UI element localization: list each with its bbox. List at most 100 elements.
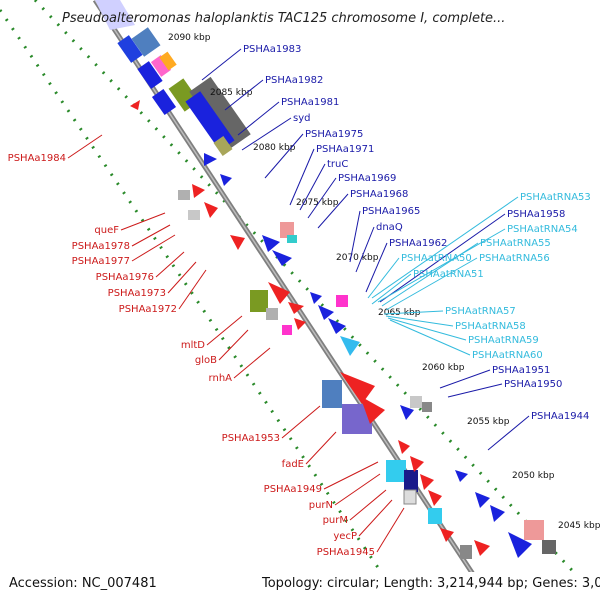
trna-gene-label[interactable]: PSHAatRNA58 [455, 321, 526, 332]
reverse-gene-leader-line [206, 315, 243, 346]
reverse-gene-leader-line [281, 405, 321, 439]
gene-arrow [428, 490, 442, 506]
reverse-gene-leader-line [376, 507, 405, 553]
forward-gene-label[interactable]: dnaQ [376, 222, 403, 233]
gene-arrow [230, 235, 245, 250]
forward-gene-label[interactable]: PSHAa1971 [316, 144, 374, 155]
gene-features [95, 0, 586, 600]
forward-gene-label[interactable]: PSHAa1944 [531, 411, 589, 422]
trna-gene-leader-line [367, 257, 400, 299]
reverse-gene-label[interactable]: rnhA [209, 373, 233, 384]
gene-block [159, 51, 177, 71]
gene-arrow [310, 292, 322, 304]
trna-gene-leader-line [371, 196, 519, 299]
forward-gene-label[interactable]: truC [327, 159, 348, 170]
gene-arrow [508, 532, 532, 558]
gene-block [188, 210, 200, 220]
forward-gene-label[interactable]: PSHAa1950 [504, 379, 562, 390]
gene-block [150, 55, 172, 77]
trna-gene-leader-line [371, 273, 412, 305]
forward-gene-label[interactable]: PSHAa1958 [507, 209, 565, 220]
gene-arrow [400, 405, 414, 420]
gene-arrow [475, 492, 490, 508]
reverse-gene-label[interactable]: mltD [181, 340, 205, 351]
reverse-gene-label[interactable]: PSHAa1972 [119, 304, 177, 315]
forward-gene-label[interactable]: PSHAa1965 [362, 206, 420, 217]
reverse-gene-leader-line [120, 212, 166, 231]
reverse-gene-label[interactable]: gloB [195, 355, 217, 366]
trna-gene-label[interactable]: PSHAatRNA56 [479, 253, 550, 264]
gene-arrow [130, 100, 140, 110]
gene-arrow [288, 302, 304, 314]
gene-block [428, 508, 442, 524]
gene-block [410, 396, 422, 408]
reverse-gene-label[interactable]: PSHAa1976 [96, 272, 154, 283]
reverse-gene-label[interactable]: fadE [282, 459, 304, 470]
reverse-gene-leader-line [131, 234, 176, 262]
tick-label: 2045 kbp [558, 521, 600, 531]
reverse-gene-label[interactable]: purN [309, 500, 333, 511]
forward-gene-leader-line [365, 242, 388, 293]
gene-block [266, 308, 278, 320]
forward-gene-leader-line [487, 415, 530, 451]
forward-gene-leader-line [289, 148, 315, 206]
reverse-gene-leader-line [67, 134, 103, 159]
reverse-gene-label[interactable]: purM [323, 515, 348, 526]
forward-gene-leader-line [349, 210, 361, 263]
forward-gene-label[interactable]: PSHAa1981 [281, 97, 339, 108]
reverse-gene-label[interactable]: PSHAa1984 [8, 153, 66, 164]
forward-gene-label[interactable]: PSHAa1983 [243, 44, 301, 55]
trna-gene-leader-line [387, 317, 467, 341]
trna-gene-leader-line [385, 257, 478, 311]
trna-gene-label[interactable]: PSHAatRNA57 [445, 306, 516, 317]
reverse-gene-label[interactable]: PSHAa1978 [72, 241, 130, 252]
reverse-gene-label[interactable]: PSHAa1949 [264, 484, 322, 495]
trna-gene-label[interactable]: PSHAatRNA51 [413, 269, 484, 280]
reverse-gene-label[interactable]: PSHAa1945 [317, 547, 375, 558]
gene-arrow [340, 372, 375, 404]
gene-block [386, 460, 406, 482]
gene-block [542, 540, 556, 554]
gene-block [524, 520, 544, 540]
reverse-gene-label[interactable]: queF [94, 225, 119, 236]
tick-label: 2060 kbp [422, 363, 465, 373]
trna-gene-label[interactable]: PSHAatRNA50 [401, 253, 472, 264]
gene-block [336, 295, 348, 307]
tick-label: 2080 kbp [253, 143, 296, 153]
trna-gene-label[interactable]: PSHAatRNA54 [507, 224, 578, 235]
gene-arrow [410, 456, 424, 472]
forward-gene-label[interactable]: PSHAa1969 [338, 173, 396, 184]
gene-block [189, 76, 251, 150]
gene-arrow [318, 305, 334, 320]
gene-arrow [220, 174, 232, 186]
forward-gene-label[interactable]: syd [293, 113, 310, 124]
gene-block [178, 190, 190, 200]
forward-gene-label[interactable]: PSHAa1968 [350, 189, 408, 200]
trna-gene-label[interactable]: PSHAatRNA59 [468, 335, 539, 346]
gene-arrow [455, 470, 468, 482]
forward-gene-label[interactable]: PSHAa1962 [389, 238, 447, 249]
topology-text: Topology: circular; Length: 3,214,944 bp… [261, 576, 600, 591]
accession-text: Accession: NC_007481 [9, 576, 157, 591]
reverse-gene-label[interactable]: PSHAa1973 [108, 288, 166, 299]
trna-gene-label[interactable]: PSHAatRNA53 [520, 192, 591, 203]
tick-label: 2075 kbp [296, 198, 339, 208]
forward-gene-label[interactable]: PSHAa1982 [265, 75, 323, 86]
forward-gene-label[interactable]: PSHAa1951 [492, 365, 550, 376]
forward-gene-label[interactable]: PSHAa1975 [305, 129, 363, 140]
gene-block [95, 0, 135, 30]
tick-label: 2050 kbp [512, 471, 555, 481]
reverse-gene-label[interactable]: yecP [333, 531, 357, 542]
trna-gene-label[interactable]: PSHAatRNA60 [472, 350, 543, 361]
reverse-gene-leader-line [334, 473, 381, 506]
gene-block [250, 290, 268, 312]
forward-gene-leader-line [241, 117, 292, 151]
reverse-gene-label[interactable]: PSHAa1953 [222, 433, 280, 444]
forward-gene-leader-line [447, 383, 503, 398]
inner-dotted-track [0, 9, 402, 601]
gene-arrow [294, 318, 306, 330]
trna-gene-label[interactable]: PSHAatRNA55 [480, 238, 551, 249]
reverse-gene-label[interactable]: PSHAa1977 [72, 256, 130, 267]
gene-arrow [398, 440, 410, 454]
